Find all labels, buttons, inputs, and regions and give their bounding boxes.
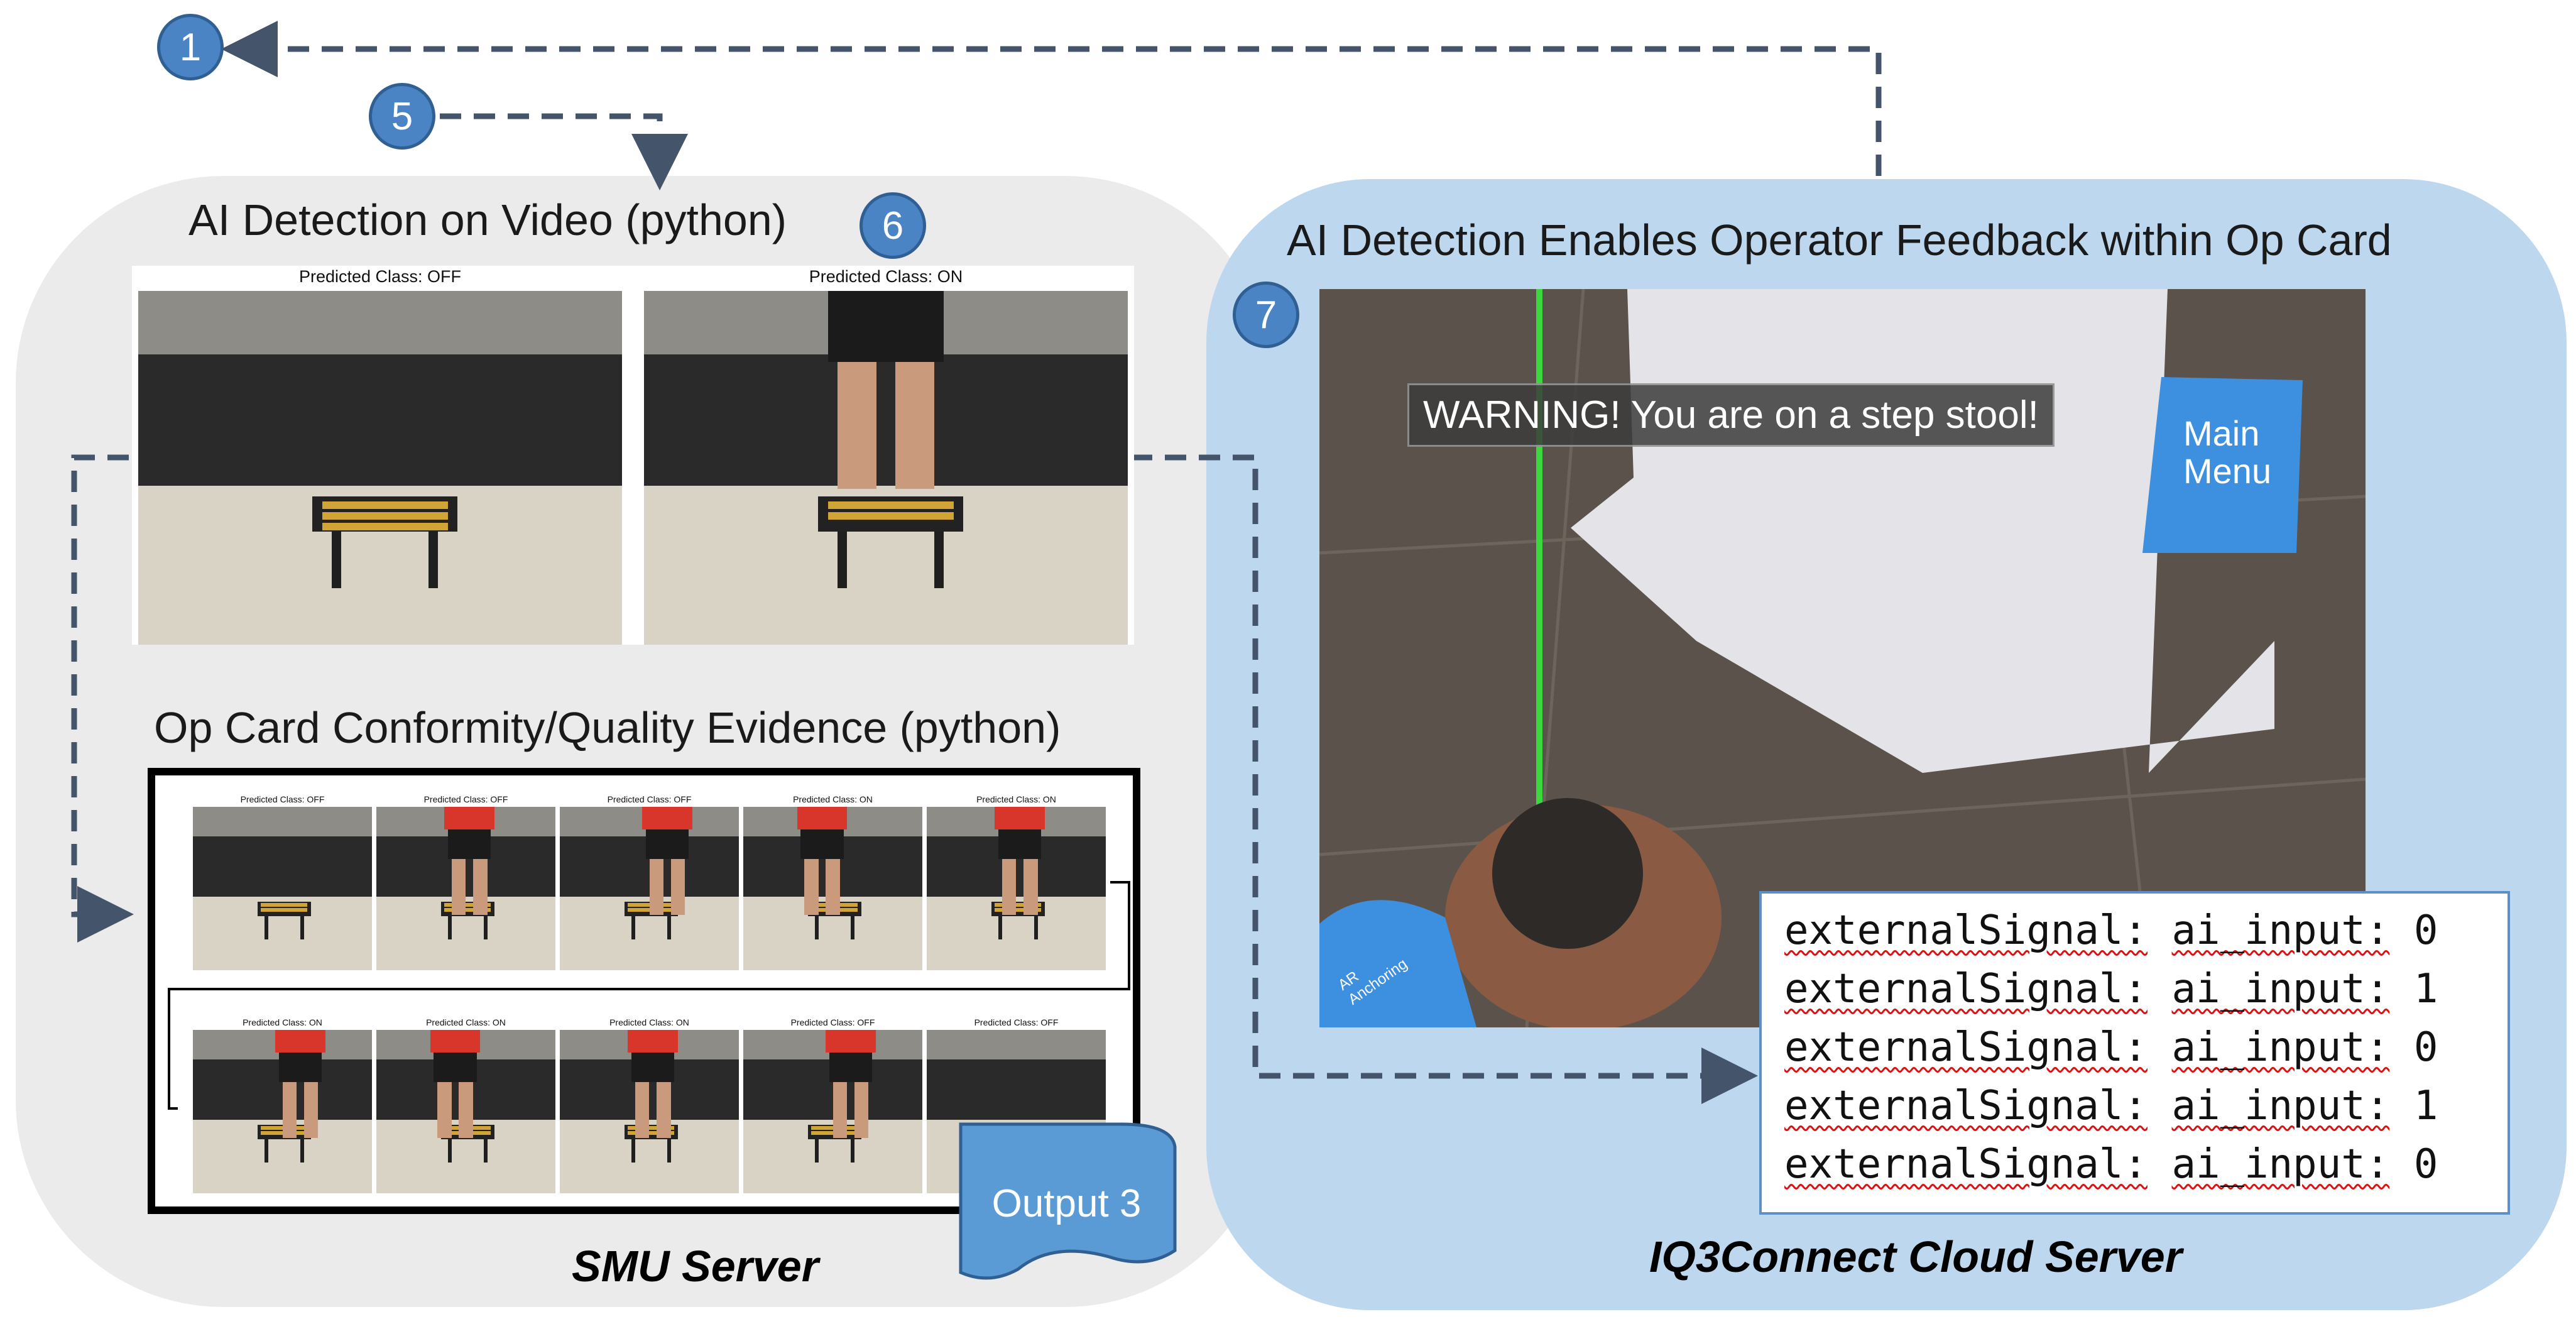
step-stool-image xyxy=(138,291,622,645)
signal-line: externalSignal: ai_input: 1 xyxy=(1784,966,2438,1012)
signal-line: externalSignal: ai_input: 0 xyxy=(1784,1141,2438,1188)
output-3-tag xyxy=(959,1122,1177,1280)
thumbnail-image xyxy=(743,1030,922,1193)
evidence-thumbnail: Predicted Class: ON xyxy=(193,1017,372,1193)
evidence-thumbnail: Predicted Class: ON xyxy=(376,1017,555,1193)
external-signal-log: externalSignal: ai_input: 0 externalSign… xyxy=(1759,891,2510,1215)
video-frame-label: Predicted Class: ON xyxy=(809,267,963,286)
evidence-thumbnail: Predicted Class: ON xyxy=(743,794,922,970)
sequence-connector xyxy=(168,881,1130,1110)
evidence-thumbnail: Predicted Class: ON xyxy=(560,1017,739,1193)
thumbnail-image xyxy=(193,1030,372,1193)
cloud-server-label: IQ3Connect Cloud Server xyxy=(1649,1232,2182,1281)
arrow-video-to-evidence xyxy=(71,454,134,943)
evidence-grid: Predicted Class: OFF Predicted Class: OFF… xyxy=(148,768,1140,1214)
person-on-stool-image xyxy=(644,291,1128,645)
thumbnail-label: Predicted Class: OFF xyxy=(743,1017,922,1027)
step-5-badge: 5 xyxy=(369,83,435,150)
step-7-badge: 7 xyxy=(1233,282,1299,348)
thumbnail-image xyxy=(376,1030,555,1193)
evidence-thumbnails: Predicted Class: OFF Predicted Class: OFF… xyxy=(193,794,1110,1193)
evidence-thumbnail: Predicted Class: OFF xyxy=(560,794,739,970)
arrow-video-to-signals xyxy=(1131,454,1758,1104)
main-menu-button[interactable]: Main Menu xyxy=(2183,413,2272,491)
arrow-step-5-to-video xyxy=(440,113,688,190)
thumbnail-label: Predicted Class: ON xyxy=(927,794,1106,804)
thumbnail-label: Predicted Class: OFF xyxy=(376,794,555,804)
signal-line: externalSignal: ai_input: 0 xyxy=(1784,1024,2438,1071)
video-heading: AI Detection on Video (python) xyxy=(188,195,787,244)
video-frame-label: Predicted Class: OFF xyxy=(298,267,462,286)
thumbnail-image xyxy=(743,807,922,970)
step-1-badge: 1 xyxy=(157,14,224,80)
thumbnail-label: Predicted Class: OFF xyxy=(927,1017,1106,1027)
video-frame-on: Predicted Class: ON xyxy=(644,266,1128,645)
arrow-to-step-1 xyxy=(221,21,1882,176)
evidence-heading: Op Card Conformity/Quality Evidence (pyt… xyxy=(154,703,1061,752)
evidence-thumbnail: Predicted Class: OFF xyxy=(193,794,372,970)
ar-headset-view: WARNING! You are on a step stool! Main M… xyxy=(1319,289,2366,1027)
thumbnail-label: Predicted Class: OFF xyxy=(193,794,372,804)
thumbnail-image xyxy=(927,807,1106,970)
signal-line: externalSignal: ai_input: 0 xyxy=(1784,907,2438,954)
thumbnail-label: Predicted Class: ON xyxy=(560,1017,739,1027)
smu-server-label: SMU Server xyxy=(572,1242,819,1291)
thumbnail-label: Predicted Class: ON xyxy=(376,1017,555,1027)
thumbnail-image xyxy=(560,807,739,970)
evidence-thumbnail: Predicted Class: OFF xyxy=(743,1017,922,1193)
video-frames: Predicted Class: OFF Predicted Class: ON xyxy=(132,266,1134,645)
thumbnail-label: Predicted Class: OFF xyxy=(560,794,739,804)
evidence-thumbnail: Predicted Class: ON xyxy=(927,794,1106,970)
thumbnail-image xyxy=(193,807,372,970)
thumbnail-label: Predicted Class: ON xyxy=(743,794,922,804)
thumbnail-image xyxy=(560,1030,739,1193)
thumbnail-label: Predicted Class: ON xyxy=(193,1017,372,1027)
step-stool-warning: WARNING! You are on a step stool! xyxy=(1407,383,2055,447)
signal-line: externalSignal: ai_input: 1 xyxy=(1784,1083,2438,1129)
evidence-thumbnail: Predicted Class: OFF xyxy=(376,794,555,970)
output-3-label: Output 3 xyxy=(991,1182,1142,1225)
thumbnail-image xyxy=(376,807,555,970)
operator-feedback-heading: AI Detection Enables Operator Feedback w… xyxy=(1287,216,2392,265)
step-6-badge: 6 xyxy=(860,192,926,259)
video-frame-off: Predicted Class: OFF xyxy=(138,266,622,645)
